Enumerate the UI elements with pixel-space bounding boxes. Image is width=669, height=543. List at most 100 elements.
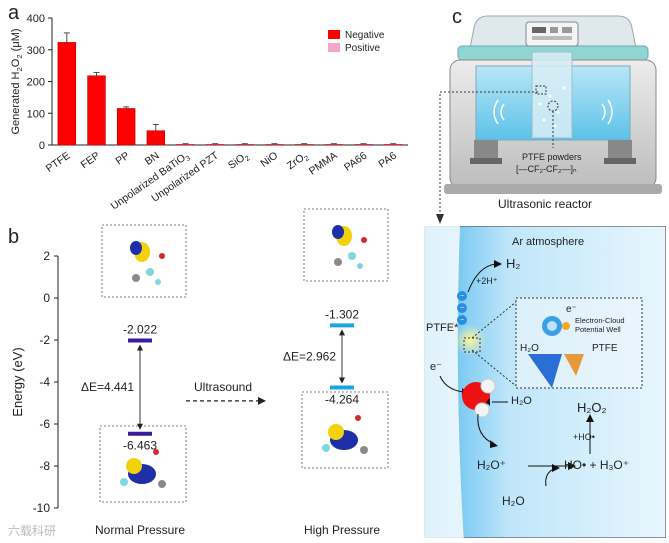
atom — [120, 478, 128, 486]
h2o-plus-label: H₂O⁺ — [477, 458, 506, 472]
gap-arrow-head-up — [339, 329, 345, 336]
x-tick-label: ZrO2​ — [285, 150, 311, 174]
gap-arrow-head-down — [137, 423, 143, 430]
h2o-arrow-label: H₂O — [511, 395, 532, 407]
x-tick-label: PP — [114, 150, 132, 168]
atom — [361, 237, 367, 243]
x-tick-label: PA66 — [342, 150, 369, 174]
atom — [159, 253, 165, 259]
level-upper-label: -2.022 — [123, 322, 157, 336]
x-tick-label: BN — [143, 150, 162, 168]
atom — [322, 444, 330, 452]
atom — [132, 274, 140, 282]
energy-y-axis-title: Energy (eV) — [10, 347, 25, 416]
svg-text:−: − — [460, 317, 464, 324]
x-tick-label: SiO2​ — [226, 150, 252, 174]
atom — [334, 258, 342, 266]
energy-y-tick-label: -4 — [39, 375, 50, 389]
polymer-formula: [—CF₂-CF₂—]ₙ — [516, 164, 577, 174]
electron-cloud-label: Electron-Cloud Potential Well — [575, 316, 625, 334]
atom — [348, 252, 356, 260]
plus-2h-label: +2H⁺ — [476, 276, 498, 286]
structure-box — [303, 208, 389, 282]
orbital-lobe — [130, 241, 142, 255]
y-tick-label: 100 — [27, 108, 45, 120]
bar-negative — [57, 42, 77, 146]
x-tick-label: PMMA — [307, 150, 340, 178]
inset-water-label: H₂O — [520, 343, 539, 354]
energy-y-tick-label: 2 — [43, 249, 50, 263]
legend-label-negative: Negative — [345, 30, 385, 41]
atom — [146, 268, 154, 276]
inset-ptfe-label: PTFE — [592, 343, 618, 354]
atmosphere-label: Ar atmosphere — [512, 236, 585, 248]
ultrasound-arrow-head — [258, 396, 266, 405]
structure-box — [99, 425, 187, 503]
level-lower-label: -4.264 — [325, 393, 359, 407]
structure-box — [101, 224, 187, 298]
structure-box — [301, 391, 389, 469]
gap-arrow-head-down — [339, 377, 345, 384]
atom — [355, 415, 361, 421]
panel-label-a: a — [8, 2, 20, 24]
atom — [158, 480, 166, 488]
y-tick-label: 400 — [27, 13, 45, 25]
y-tick-label: 0 — [39, 140, 45, 152]
energy-y-tick-label: -2 — [39, 333, 50, 347]
svg-text:−: − — [460, 293, 464, 300]
atom — [153, 449, 159, 455]
orbital-lobe — [328, 424, 344, 440]
gap-arrow-head-up — [137, 344, 143, 351]
h2o2-label: H₂O₂ — [577, 400, 607, 415]
orbital-lobe — [126, 458, 142, 474]
h2-label: H₂ — [506, 256, 521, 271]
gap-label: ΔE=4.441 — [81, 380, 134, 394]
bar-negative — [87, 75, 106, 146]
plus-ho-label: +HO• — [573, 432, 595, 442]
energy-y-tick-label: -6 — [39, 417, 50, 431]
bar-negative — [116, 108, 136, 146]
products-label: HO• + H₃O⁺ — [564, 458, 630, 472]
legend-swatch-negative — [328, 30, 340, 39]
orbital-structure-lower — [301, 391, 389, 469]
state-label: High Pressure — [304, 523, 380, 537]
atom — [155, 279, 161, 285]
x-tick-label: NiO — [259, 150, 281, 170]
x-tick-label: PTFE — [44, 150, 73, 175]
atom — [360, 446, 368, 454]
level-lower-label: -6.463 — [123, 439, 157, 453]
panel-label-b: b — [8, 226, 20, 248]
ultrasound-label: Ultrasound — [194, 380, 252, 394]
orbital-structure-upper — [101, 224, 187, 298]
legend-label-positive: Positive — [345, 43, 380, 54]
mechanism-illustration: − − − — [424, 226, 666, 538]
legend-swatch-positive — [328, 43, 340, 52]
y-tick-label: 200 — [27, 77, 45, 89]
state-label: Normal Pressure — [95, 523, 185, 537]
orbital-structure-upper — [303, 208, 389, 282]
energy-y-tick-label: -10 — [33, 501, 51, 515]
reactor-caption: Ultrasonic reactor — [498, 197, 593, 211]
y-axis-title: Generated H2​O2​ (μM) — [10, 28, 24, 134]
atom — [357, 263, 363, 269]
orbital-lobe — [332, 225, 344, 239]
orbital-structure-lower — [99, 425, 187, 503]
panel-label-c: c — [452, 6, 462, 28]
energy-diagram: 2 0 -2 -4 -6 -8 -10 Energy (eV) -2.022 -6.463 ΔE=4… — [10, 208, 389, 537]
electron-label: e⁻ — [430, 361, 442, 373]
bar-negative — [146, 130, 166, 146]
energy-y-tick-label: 0 — [43, 291, 50, 305]
ptfe-star-label: PTFE* — [426, 322, 459, 334]
leader-arrow — [436, 91, 538, 224]
level-upper-label: -1.302 — [325, 307, 359, 321]
gap-label: ΔE=2.962 — [283, 349, 336, 363]
x-tick-label: PA6 — [376, 150, 399, 171]
energy-y-tick-label: -8 — [39, 459, 50, 473]
powder-label: PTFE powders — [522, 152, 582, 162]
inset-electron-label: e⁻ — [566, 304, 577, 315]
y-tick-label: 300 — [27, 45, 45, 57]
watermark: 六载科研 — [8, 524, 57, 538]
h2o-bottom-label: H₂O — [502, 494, 525, 508]
svg-text:−: − — [460, 305, 464, 312]
